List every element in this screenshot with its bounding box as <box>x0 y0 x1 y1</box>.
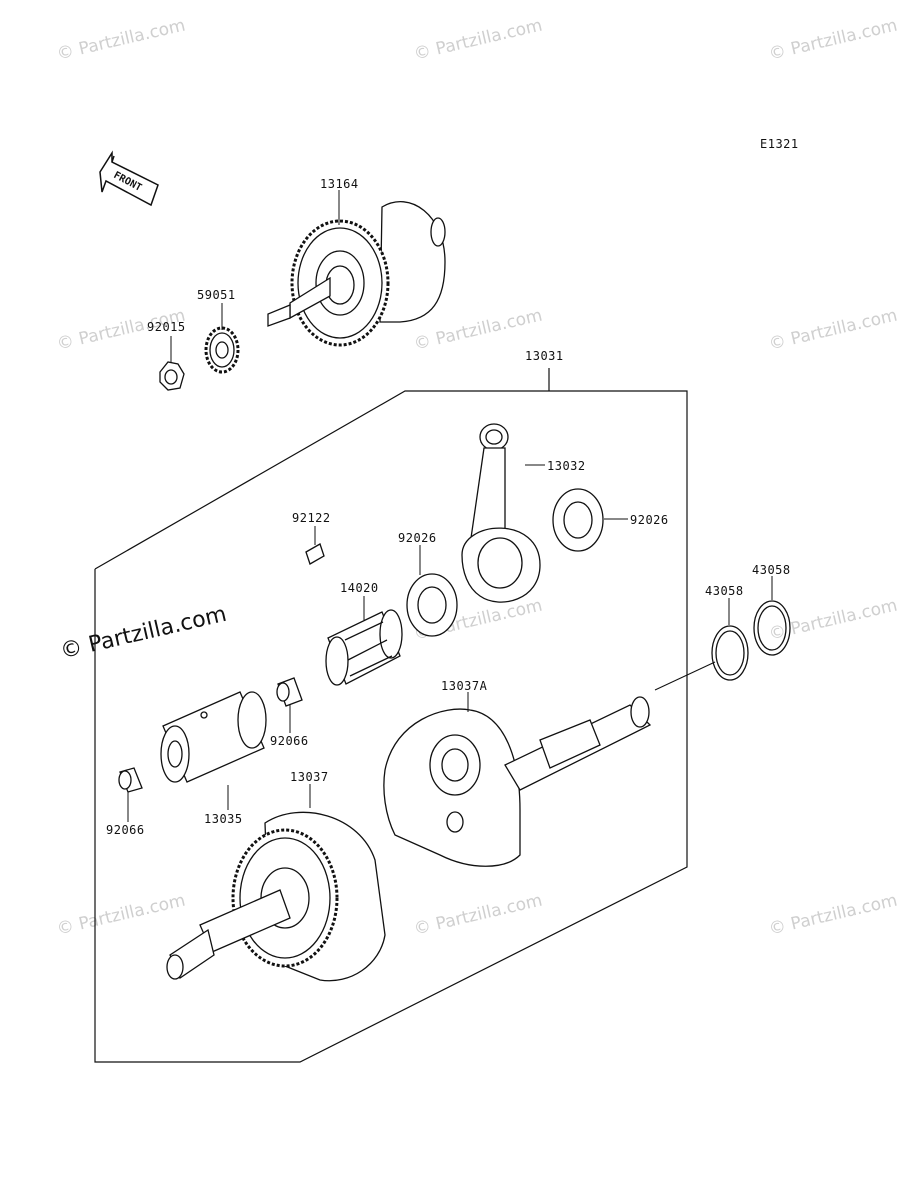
part-label-14020[interactable]: 14020 <box>340 581 379 595</box>
diagram-code: E1321 <box>760 137 799 151</box>
part-label-43058-left[interactable]: 43058 <box>705 584 744 598</box>
part-label-13037[interactable]: 13037 <box>290 770 329 784</box>
part-label-92026-left[interactable]: 92026 <box>398 531 437 545</box>
assembly-outline <box>94 368 688 1063</box>
part-label-92122[interactable]: 92122 <box>292 511 331 525</box>
part-label-13031[interactable]: 13031 <box>525 349 564 363</box>
part-label-59051[interactable]: 59051 <box>197 288 236 302</box>
crankshaft-half-13037A <box>383 696 652 867</box>
part-label-43058-right[interactable]: 43058 <box>752 563 791 577</box>
crankshaft-gear-13164 <box>267 201 446 347</box>
bushing-92066-upper <box>276 677 303 707</box>
part-label-13035[interactable]: 13035 <box>204 812 243 826</box>
crankshaft-half-13037 <box>166 811 386 982</box>
part-label-13037A[interactable]: 13037A <box>441 679 488 693</box>
part-label-92015[interactable]: 92015 <box>147 320 186 334</box>
part-label-13032[interactable]: 13032 <box>547 459 586 473</box>
part-label-13164[interactable]: 13164 <box>320 177 359 191</box>
front-arrow-icon <box>99 150 159 207</box>
ring-43058-right <box>753 600 791 656</box>
crankpin-13035 <box>160 691 267 783</box>
nut-92015 <box>159 361 185 391</box>
leader-lines <box>127 190 773 822</box>
part-label-92026-right[interactable]: 92026 <box>630 513 669 527</box>
ring-43058-left <box>711 625 749 681</box>
bearing-14020 <box>325 609 403 686</box>
connecting-rod-13032 <box>461 423 541 603</box>
bushing-92066-lower <box>118 767 143 793</box>
part-label-92066-lower[interactable]: 92066 <box>106 823 145 837</box>
pin-92122 <box>305 543 325 565</box>
part-label-92066-upper[interactable]: 92066 <box>270 734 309 748</box>
washer-92026-left <box>406 573 458 637</box>
leader-line <box>654 661 716 691</box>
washer-92026-right <box>552 488 604 552</box>
sprocket-59051 <box>204 326 240 374</box>
